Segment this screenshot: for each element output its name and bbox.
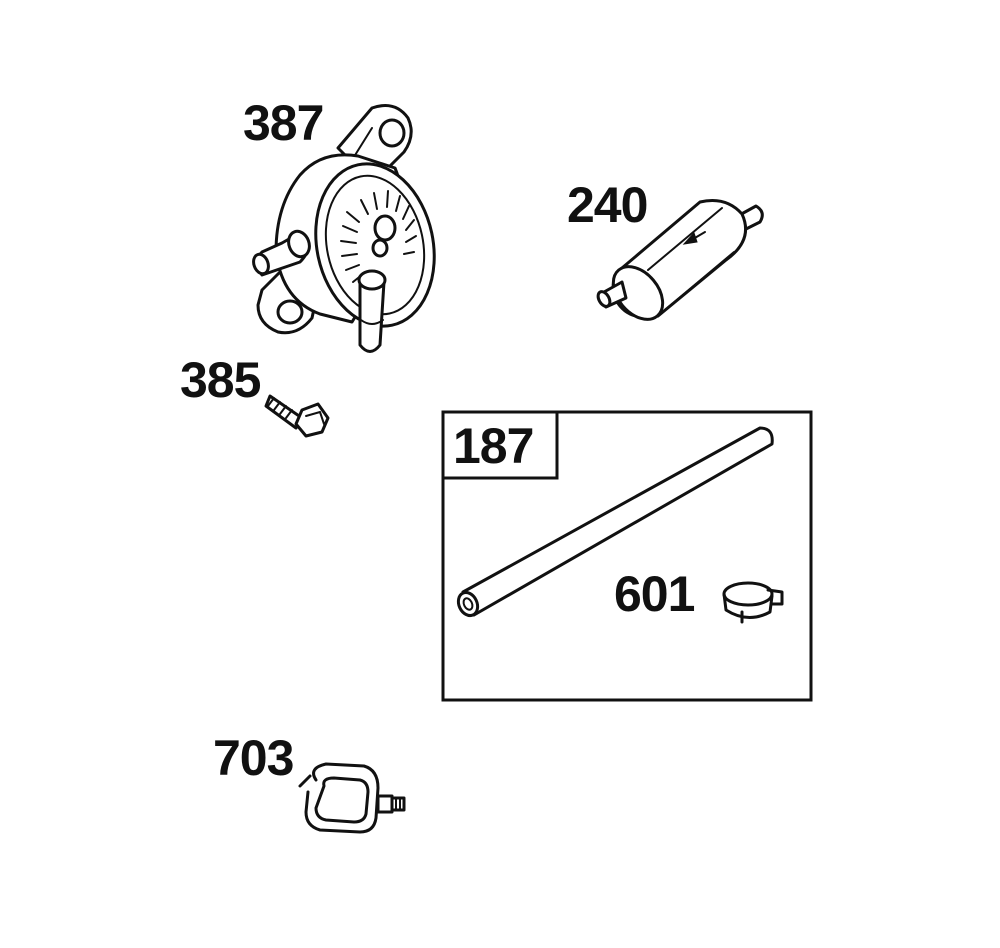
part-number-fuel-filter: 240 [567, 177, 648, 233]
part-number-fuel-pump: 387 [243, 95, 324, 151]
part-number-screw: 385 [180, 352, 261, 408]
fuel-pump-drawing [252, 104, 436, 353]
kit-187-box [441, 410, 813, 702]
part-number-hose-clamp: 601 [614, 566, 695, 622]
screw-drawing [264, 394, 330, 438]
fuel-line-drawing [456, 426, 774, 618]
part-number-fuel-line-kit: 187 [453, 418, 534, 474]
part-number-line-clamp: 703 [213, 730, 294, 786]
line-clamp-drawing [298, 762, 406, 834]
hose-clamp-drawing [722, 581, 784, 624]
fuel-filter-drawing [596, 199, 764, 321]
